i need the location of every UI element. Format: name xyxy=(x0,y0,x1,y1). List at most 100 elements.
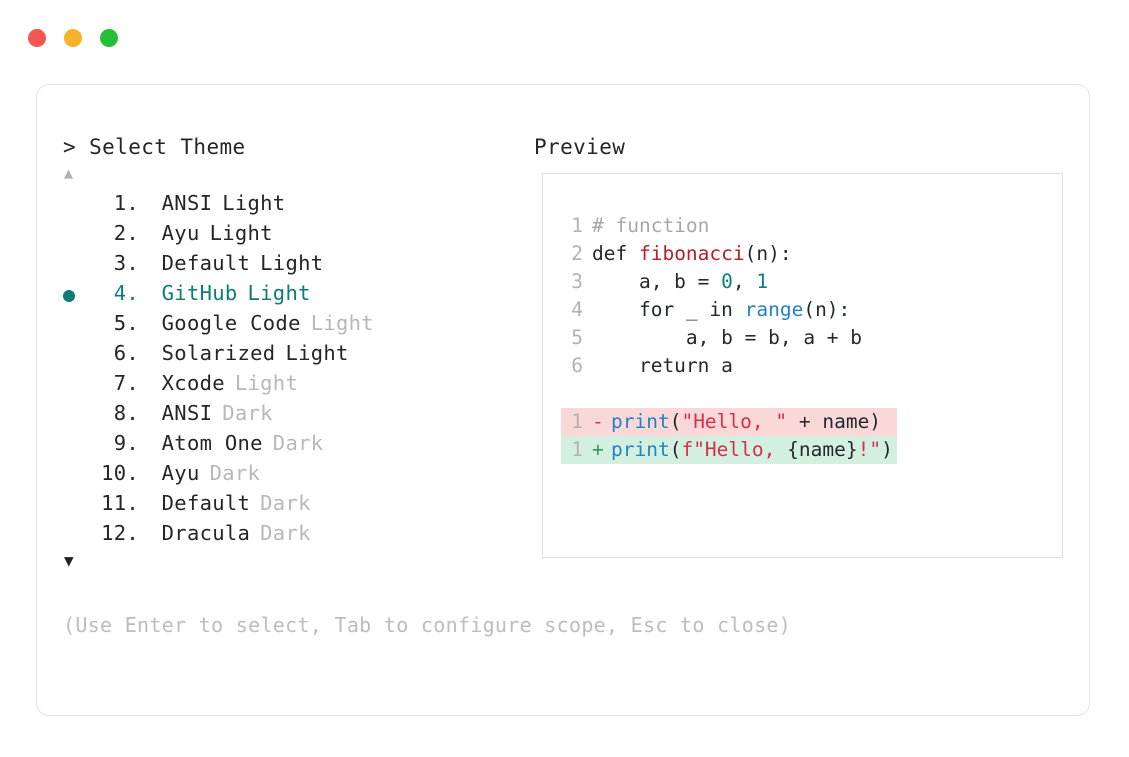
theme-item-variant: Light xyxy=(310,311,374,335)
diff-line-content: print("Hello, " + name) xyxy=(602,408,881,436)
theme-item-variant: Light xyxy=(209,221,273,245)
theme-item-name: Default xyxy=(161,491,251,515)
theme-item-variant: Light xyxy=(222,191,286,215)
theme-item-number: 12. xyxy=(101,521,139,545)
theme-list-item[interactable]: 5. Google Code Light xyxy=(63,311,503,341)
theme-item-number: 5. xyxy=(113,311,139,335)
code-line-number: 5 xyxy=(571,326,583,349)
code-token: {name} xyxy=(787,438,858,461)
code-line: 5 a, b = b, a + b xyxy=(561,324,897,352)
code-token: return a xyxy=(592,354,733,377)
code-line-content: def fibonacci(n): xyxy=(583,240,792,268)
theme-item-gap xyxy=(139,461,162,485)
code-token: 0 xyxy=(721,270,733,293)
code-token: range xyxy=(744,298,804,321)
theme-item-name: Google Code xyxy=(161,311,301,335)
theme-item-name: Ayu xyxy=(161,461,200,485)
theme-item-variant: Dark xyxy=(209,461,261,485)
selection-bullet-slot xyxy=(63,491,95,521)
code-token: , xyxy=(732,270,757,293)
theme-item-variant: Dark xyxy=(272,431,324,455)
code-line: 1 # function xyxy=(561,212,897,240)
code-line-number: 1 xyxy=(571,214,583,237)
theme-item-name: Atom One xyxy=(161,431,263,455)
theme-item-gap xyxy=(139,281,162,305)
code-line: 6 return a xyxy=(561,352,897,380)
theme-item-gap xyxy=(139,341,162,365)
code-line-number: 2 xyxy=(571,242,583,265)
code-token: a, b = xyxy=(592,270,722,293)
theme-item-gap xyxy=(139,491,162,515)
diff-line-number: 1 xyxy=(571,438,583,461)
selection-bullet-slot xyxy=(63,371,95,401)
selection-bullet-slot xyxy=(63,461,95,491)
theme-item-number: 7. xyxy=(113,371,139,395)
code-line-content: a, b = 0, 1 xyxy=(583,268,768,296)
keyboard-hint-text: (Use Enter to select, Tab to configure s… xyxy=(63,613,792,637)
code-line-number: 3 xyxy=(571,270,583,293)
diff-line-add: 1+print(f"Hello, {name}!") xyxy=(561,436,897,464)
theme-item-gap xyxy=(139,521,162,545)
theme-item-name: Xcode xyxy=(161,371,225,395)
code-token: print xyxy=(611,410,670,433)
selection-bullet-slot xyxy=(63,191,95,221)
code-token: print xyxy=(611,438,670,461)
code-token: # function xyxy=(592,214,710,237)
theme-list-item[interactable]: 9. Atom One Dark xyxy=(63,431,503,461)
theme-item-number: 6. xyxy=(113,341,139,365)
theme-item-name: GitHub xyxy=(161,281,238,305)
theme-item-number: 11. xyxy=(101,491,139,515)
select-theme-prompt: > Select Theme xyxy=(63,135,246,159)
selection-bullet-slot xyxy=(63,281,95,311)
close-window-button[interactable] xyxy=(28,29,46,47)
code-token: ) xyxy=(881,438,893,461)
theme-item-gap xyxy=(139,311,162,335)
code-token: def xyxy=(592,242,639,265)
minimize-window-button[interactable] xyxy=(64,29,82,47)
code-line: 3 a, b = 0, 1 xyxy=(561,268,897,296)
theme-item-number: 2. xyxy=(113,221,139,245)
selection-bullet-slot xyxy=(63,311,95,341)
code-token: ( xyxy=(669,410,682,433)
theme-item-name: Ayu xyxy=(161,221,200,245)
preview-label: Preview xyxy=(534,135,626,159)
maximize-window-button[interactable] xyxy=(100,29,118,47)
window-titlebar xyxy=(0,0,1129,76)
selection-bullet-slot xyxy=(63,341,95,371)
theme-item-variant: Light xyxy=(260,251,324,275)
diff-line-del: 1-print("Hello, " + name) xyxy=(561,408,897,436)
theme-list-item[interactable]: 2. Ayu Light xyxy=(63,221,503,251)
diff-sign-icon: - xyxy=(592,410,604,433)
theme-item-gap xyxy=(139,431,162,455)
theme-item-name: Dracula xyxy=(161,521,251,545)
scroll-up-icon[interactable]: ▲ xyxy=(64,164,74,182)
selection-bullet-slot xyxy=(63,431,95,461)
theme-item-gap xyxy=(139,251,162,275)
code-line-content: for _ in range(n): xyxy=(583,296,850,324)
code-token: fibonacci xyxy=(638,242,745,265)
scroll-down-icon[interactable]: ▼ xyxy=(64,551,74,570)
theme-item-gap xyxy=(139,221,162,245)
selection-bullet-slot xyxy=(63,221,95,251)
theme-item-number: 9. xyxy=(113,431,139,455)
theme-item-name: ANSI xyxy=(161,401,213,425)
selected-bullet-icon xyxy=(63,290,75,302)
theme-item-variant: Dark xyxy=(222,401,273,425)
theme-item-number: 4. xyxy=(113,281,139,305)
theme-item-number: 3. xyxy=(113,251,139,275)
